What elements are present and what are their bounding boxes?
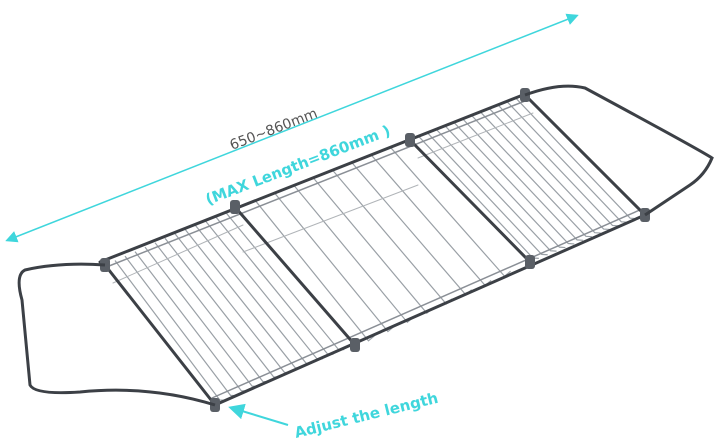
joint-clip: [405, 133, 415, 147]
dimension-line: [5, 13, 579, 243]
basket-wire: [253, 199, 375, 342]
basket-wire: [436, 129, 557, 252]
joint-clip: [230, 200, 240, 214]
basket-bottom-wire: [112, 224, 244, 284]
basket-bottom-wire: [417, 112, 534, 159]
basket-wire: [480, 111, 601, 234]
left-handle: [17, 262, 216, 407]
joint-clip: [525, 255, 535, 269]
basket-wire: [370, 154, 492, 287]
basket-wire: [489, 108, 610, 231]
basket-wire: [214, 215, 334, 355]
basket-wire: [292, 184, 414, 324]
bath-caddy-rack: [17, 84, 714, 412]
basket-bottom-wire: [242, 184, 419, 253]
basket-wire: [462, 118, 584, 241]
front-rail: [213, 213, 647, 407]
crossbar: [233, 205, 357, 347]
right-handle: [524, 84, 714, 217]
adjust-label: Adjust the length: [293, 389, 440, 442]
adjust-arrow: [228, 403, 289, 426]
basket-wire: [312, 176, 434, 314]
basket-wire: [351, 161, 473, 296]
crossbar: [103, 263, 217, 407]
front-rail-inner: [211, 208, 643, 399]
crossbar: [523, 93, 647, 217]
basket-wire: [471, 115, 592, 238]
basket-wire: [224, 211, 345, 351]
back-rail: [98, 91, 530, 264]
basket-wire: [390, 147, 511, 278]
range-label: 650~860mm: [228, 106, 320, 154]
basket-wire: [453, 122, 575, 245]
basket-wire: [331, 169, 453, 305]
basket-wire: [498, 104, 619, 227]
basket-wire: [444, 125, 566, 249]
joint-clip: [350, 338, 360, 352]
crossbar: [408, 138, 532, 264]
back-rail-inner: [103, 98, 531, 269]
basket-wire: [427, 132, 548, 256]
